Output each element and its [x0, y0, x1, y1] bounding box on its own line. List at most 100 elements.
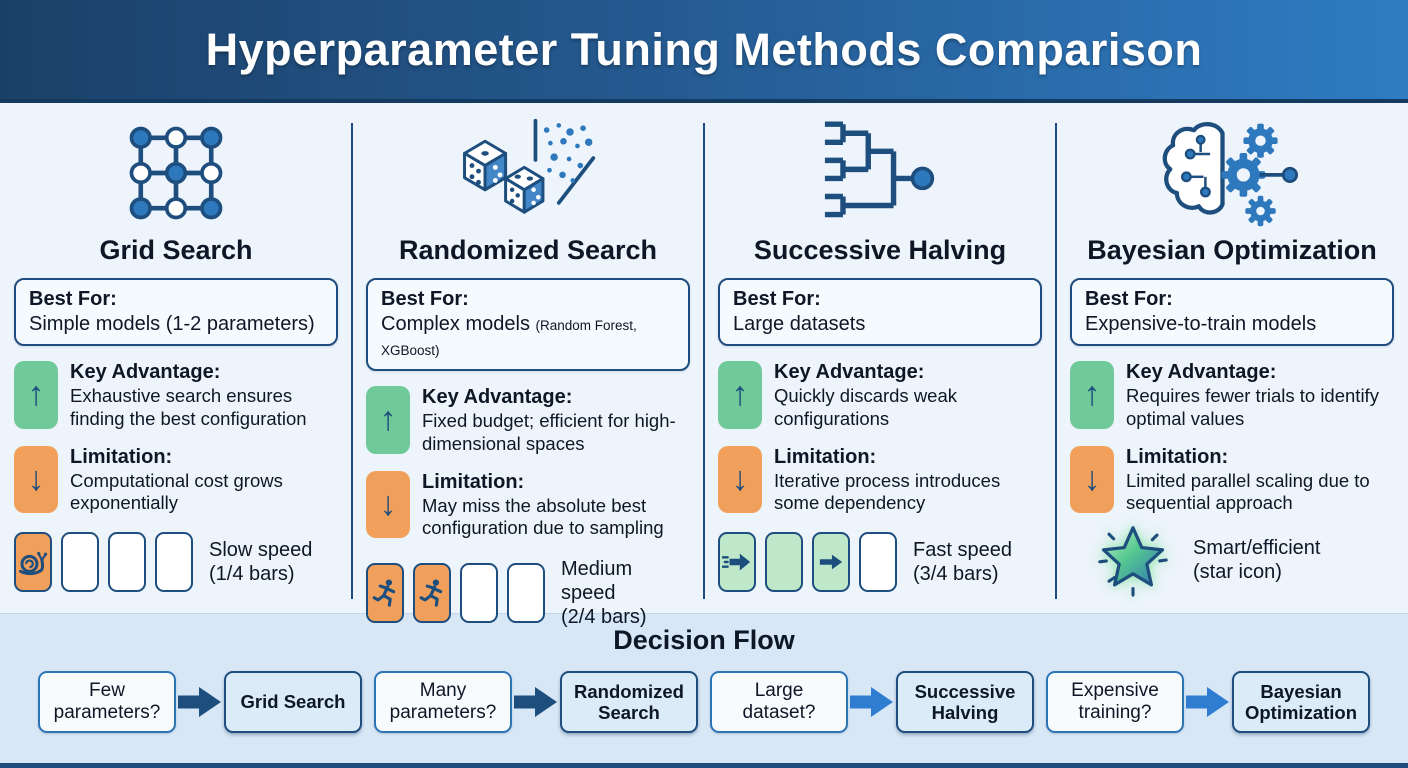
- column-grid-search: Grid Search Best For: Simple models (1-2…: [0, 103, 353, 613]
- limitation-chip: ↓: [718, 445, 762, 514]
- method-title: Bayesian Optimization: [1087, 235, 1377, 265]
- bayesian-icon-box: [1070, 115, 1394, 231]
- limitation-text: May miss the absolute best configuration…: [422, 494, 664, 539]
- question-box: Few parameters?: [38, 671, 176, 733]
- advantage-row: ↑ Key Advantage: Exhaustive search ensur…: [14, 359, 338, 431]
- up-arrow-icon: ↑: [27, 375, 45, 414]
- speed-bar-filled: [812, 532, 850, 593]
- speed-bar-empty: [859, 532, 897, 593]
- up-arrow-icon: ↑: [731, 375, 749, 414]
- speed-bar-empty: [108, 532, 146, 593]
- best-for-value: Large datasets: [733, 313, 866, 335]
- question-box: Large dataset?: [710, 671, 848, 733]
- advantage-chip: ↑: [718, 361, 762, 429]
- flow-arrow-icon: [1186, 687, 1229, 717]
- decision-step-randomized-search: Many parameters? Randomized Search: [374, 671, 698, 733]
- limitation-chip: ↓: [366, 470, 410, 539]
- speed-bar-filled: [14, 532, 52, 593]
- advantage-row: ↑ Key Advantage: Quickly discards weak c…: [718, 359, 1042, 431]
- speed-indicator: Medium speed (2/4 bars): [366, 557, 690, 629]
- best-for-box: Best For: Large datasets: [718, 278, 1042, 346]
- flow-arrow-icon: [850, 687, 893, 717]
- speed-label: Slow speed (1/4 bars): [209, 539, 313, 586]
- bracket-tree-icon: [824, 121, 935, 218]
- decision-step-successive-halving: Large dataset? Successive Halving: [710, 671, 1034, 733]
- advantage-label: Key Advantage:: [1126, 361, 1277, 383]
- method-title: Randomized Search: [398, 235, 658, 265]
- limitation-text: Iterative process introduces some depend…: [774, 469, 1001, 514]
- speed-bar-filled: [765, 532, 803, 593]
- grid-network-icon: [129, 126, 223, 220]
- best-for-value: Complex models: [381, 313, 530, 335]
- runner-icon: [372, 579, 396, 607]
- limitation-label: Limitation:: [70, 445, 173, 468]
- efficiency-indicator: Smart/efficient (star icon): [1098, 523, 1394, 597]
- advantage-text: Exhaustive search ensures finding the be…: [70, 385, 307, 429]
- column-successive-halving: Successive Halving Best For: Large datas…: [704, 103, 1057, 613]
- question-box: Many parameters?: [374, 671, 512, 733]
- decision-flow-title: Decision Flow: [613, 625, 795, 655]
- limitation-text: Computational cost grows exponentially: [70, 469, 283, 514]
- limitation-row: ↓ Limitation: May miss the absolute best…: [366, 469, 690, 541]
- method-columns: Grid Search Best For: Simple models (1-2…: [0, 103, 1408, 628]
- speed-bar-filled: [366, 563, 404, 624]
- limitation-text: Limited parallel scaling due to sequenti…: [1126, 469, 1370, 514]
- successive-halving-icon-box: [718, 115, 1042, 231]
- page-title: Hyperparameter Tuning Methods Comparison: [205, 23, 1203, 75]
- arrow-right-icon: [819, 554, 843, 570]
- best-for-box: Best For: Complex models (Random Forest,…: [366, 278, 690, 371]
- down-arrow-icon: ↓: [731, 459, 749, 498]
- decision-step-bayesian-optimization: Expensive training? Bayesian Optimizatio…: [1046, 671, 1370, 733]
- speed-bar-empty: [155, 532, 193, 593]
- best-for-value: Expensive-to-train models: [1085, 313, 1317, 335]
- snail-icon: [19, 551, 48, 575]
- runner-icon: [419, 579, 443, 607]
- up-arrow-icon: ↑: [1083, 375, 1101, 414]
- speed-label: Medium speed (2/4 bars): [561, 558, 647, 629]
- limitation-chip: ↓: [14, 445, 58, 514]
- limitation-row: ↓ Limitation: Computational cost grows e…: [14, 444, 338, 516]
- limitation-row: ↓ Limitation: Iterative process introduc…: [718, 444, 1042, 516]
- column-bayesian-optimization: Bayesian Optimization Best For: Expensiv…: [1056, 103, 1408, 613]
- star-icon: [1098, 526, 1168, 597]
- header-banner: Hyperparameter Tuning Methods Comparison: [0, 0, 1408, 103]
- brain-gears-icon: [1162, 122, 1299, 227]
- speed-bar-filled: [413, 563, 451, 624]
- method-title: Successive Halving: [753, 235, 1007, 265]
- advantage-chip: ↑: [14, 361, 58, 429]
- limitation-label: Limitation:: [422, 470, 525, 493]
- answer-box: Randomized Search: [560, 671, 698, 733]
- limitation-label: Limitation:: [1126, 445, 1229, 468]
- dice-scatter-icon: [463, 118, 596, 214]
- down-arrow-icon: ↓: [1083, 459, 1101, 498]
- best-for-label: Best For:: [29, 288, 117, 310]
- randomized-search-icon-box: [366, 115, 690, 231]
- bottom-accent-bar: [0, 763, 1408, 768]
- question-box: Expensive training?: [1046, 671, 1184, 733]
- advantage-text: Requires fewer trials to identify optima…: [1126, 385, 1379, 429]
- speed-bar-empty: [460, 563, 498, 624]
- best-for-value: Simple models (1-2 parameters): [29, 313, 315, 335]
- decision-step-grid-search: Few parameters? Grid Search: [38, 671, 362, 733]
- up-arrow-icon: ↑: [379, 400, 397, 439]
- decision-flow-row: Few parameters? Grid Search Many paramet…: [0, 671, 1408, 733]
- speed-label: Fast speed (3/4 bars): [913, 539, 1012, 586]
- answer-box: Successive Halving: [896, 671, 1034, 733]
- flow-arrow-icon: [514, 687, 557, 717]
- best-for-box: Best For: Expensive-to-train models: [1070, 278, 1394, 346]
- answer-box: Grid Search: [224, 671, 362, 733]
- best-for-label: Best For:: [1085, 288, 1173, 310]
- method-title: Grid Search: [99, 235, 253, 265]
- limitation-chip: ↓: [1070, 445, 1114, 514]
- speed-indicator: Slow speed (1/4 bars): [14, 532, 338, 593]
- best-for-label: Best For:: [381, 288, 469, 310]
- best-for-note: (Random Forest, XGBoost): [381, 318, 637, 358]
- speed-indicator: Fast speed (3/4 bars): [718, 532, 1042, 593]
- advantage-text: Quickly discards weak configurations: [774, 385, 958, 429]
- advantage-label: Key Advantage:: [70, 361, 221, 383]
- advantage-row: ↑ Key Advantage: Fixed budget; efficient…: [366, 384, 690, 456]
- advantage-chip: ↑: [366, 386, 410, 454]
- flow-arrow-icon: [178, 687, 221, 717]
- speed-bar-filled: [718, 532, 756, 593]
- grid-search-icon-box: [14, 115, 338, 231]
